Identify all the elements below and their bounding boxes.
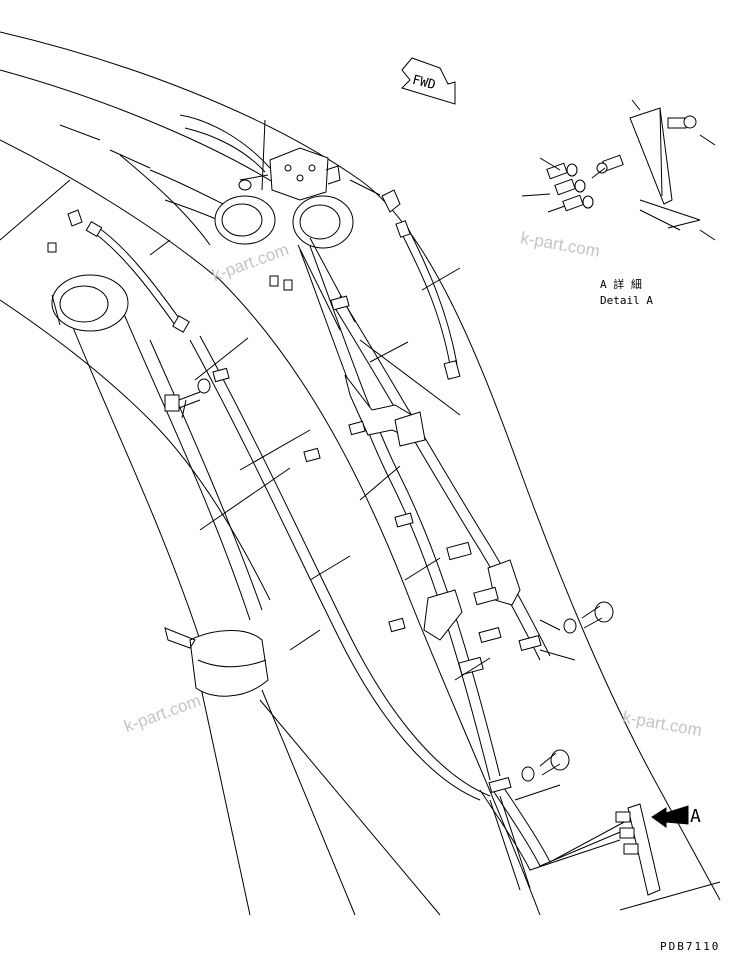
short-hose <box>381 189 461 380</box>
watermark-1: k-part.com <box>209 240 291 285</box>
valve-block <box>238 147 341 201</box>
boom-outline <box>0 31 721 916</box>
bolt-right-upper <box>563 601 614 634</box>
bolts-and-washers <box>164 275 614 782</box>
leader-lines <box>0 119 716 801</box>
watermark-4: k-part.com <box>621 708 703 741</box>
upper-hose-group <box>149 114 356 331</box>
detail-a-fittings <box>546 162 594 212</box>
boom-cylinder <box>51 274 441 916</box>
left-hose <box>47 209 190 333</box>
bolt-right-lower <box>521 749 570 782</box>
end-fittings-bracket <box>615 199 721 911</box>
detail-a-inset <box>546 99 716 241</box>
cylinder-rod-band <box>164 627 269 697</box>
forward-arrow: FWD <box>401 57 456 105</box>
bolt-left <box>164 378 211 412</box>
detail-label-jp: A 詳 細 <box>600 277 642 291</box>
clamp-brackets <box>212 295 542 794</box>
view-arrow-label: A <box>690 806 701 827</box>
view-arrow-a: A <box>651 805 701 828</box>
watermark-3: k-part.com <box>122 691 204 736</box>
watermark-2: k-part.com <box>519 228 601 261</box>
detail-label-en: Detail A <box>600 294 653 307</box>
forward-label: FWD <box>411 73 438 93</box>
piping-lines <box>189 245 629 891</box>
drawing-number: PDB7110 <box>660 940 720 953</box>
